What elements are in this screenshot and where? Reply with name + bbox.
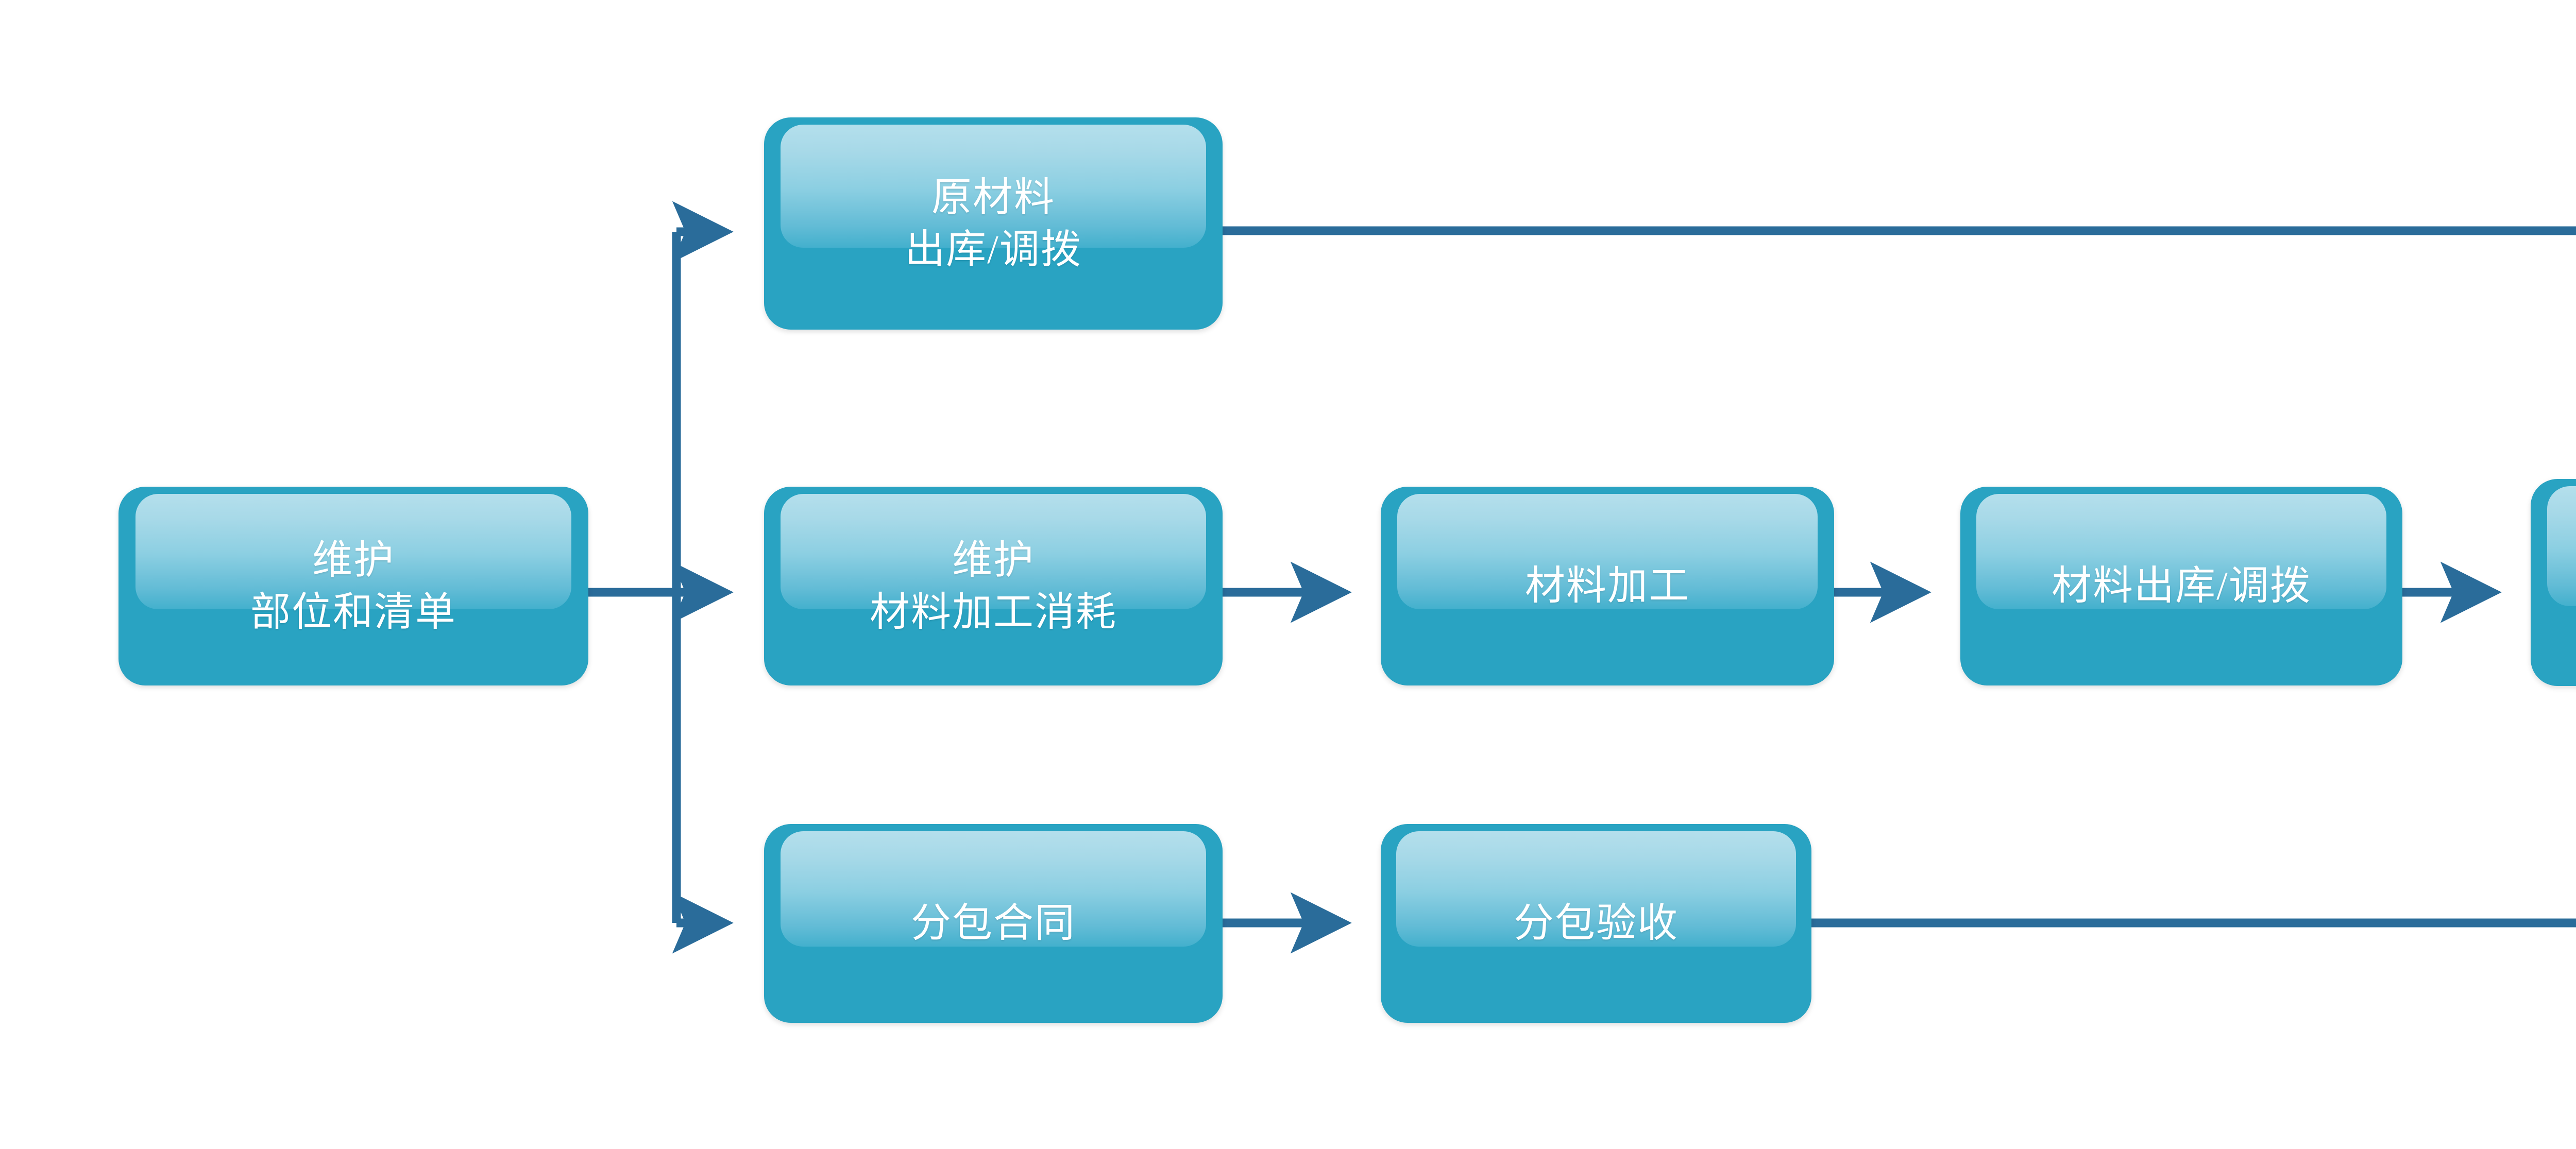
node-label-raw-material-outbound: 原材料 出库/调拨 (905, 175, 1082, 272)
node-label-maintain-material-processing-consumption: 维护 材料加工消耗 (869, 537, 1117, 634)
node-raw-material-outbound[interactable]: 原材料 出库/调拨 (764, 117, 1223, 330)
edge-acceptance-to-progress (1811, 918, 2576, 928)
node-maintain-parts-list[interactable]: 维护 部位和清单 (118, 487, 588, 685)
edge-raw-material-to-progress (1223, 226, 2576, 235)
node-material-processing[interactable]: 材料加工 (1381, 487, 1834, 685)
node-label-subcontract-contract: 分包合同 (910, 900, 1076, 946)
node-label-material-outbound-transfer: 材料出库/调拨 (2052, 563, 2311, 608)
node-label-maintain-parts-list: 维护 部位和清单 (250, 537, 456, 634)
node-label-project-progress-analysis: 工程进度分析 (2531, 556, 2576, 610)
node-label-subcontract-acceptance: 分包验收 (1513, 900, 1679, 946)
node-project-progress-analysis[interactable]: 工程进度分析 (2531, 479, 2576, 686)
node-maintain-material-processing-consumption[interactable]: 维护 材料加工消耗 (764, 487, 1223, 685)
node-label-material-processing: 材料加工 (1524, 563, 1690, 608)
node-material-outbound-transfer[interactable]: 材料出库/调拨 (1960, 487, 2402, 685)
node-subcontract-acceptance[interactable]: 分包验收 (1381, 824, 1811, 1023)
node-subcontract-contract[interactable]: 分包合同 (764, 824, 1223, 1023)
